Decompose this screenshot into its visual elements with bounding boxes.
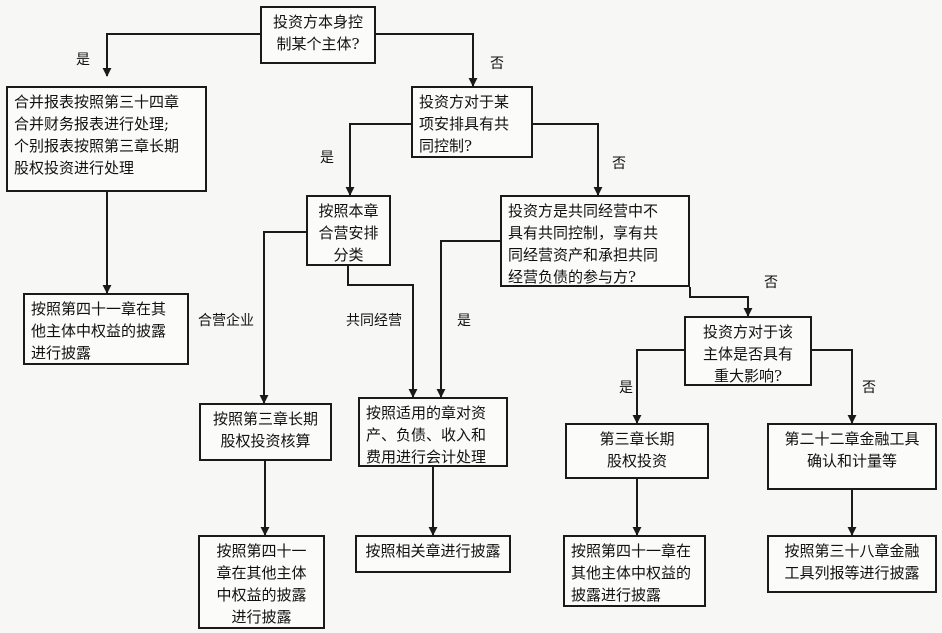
box-disclose-ch41-left: 按照第四十一章在其 他主体中权益的披露 进行披露 bbox=[23, 293, 189, 365]
box-disclose-ch41-middle: 按照第四十一 章在其他主体 中权益的披露 进行披露 bbox=[198, 535, 325, 629]
box-equity-method: 按照第三章长期 股权投资核算 bbox=[199, 403, 332, 461]
question-significant-influence: 投资方对于该 主体是否具有 重大影响? bbox=[684, 316, 812, 386]
edge-joint-yes bbox=[345, 123, 411, 196]
label-party-no: 否 bbox=[764, 275, 778, 291]
label-influence-no: 否 bbox=[862, 380, 876, 396]
box-disclose-ch38: 按照第三十八章金融 工具列报等进行披露 bbox=[767, 535, 937, 593]
box-ch3-equity-investment: 第三章长期 股权投资 bbox=[565, 423, 709, 479]
box-account-assets-liabilities: 按照适用的章对资 产、负债、收入和 费用进行会计处理 bbox=[358, 397, 508, 467]
edge-joint-no bbox=[533, 123, 603, 196]
question-investor-control: 投资方本身控 制某个主体? bbox=[260, 6, 376, 64]
edge-party-no bbox=[689, 287, 753, 317]
label-joint-operation: 共同经营 bbox=[346, 313, 402, 329]
label-party-yes: 是 bbox=[457, 313, 471, 329]
edge-influence-no bbox=[812, 349, 857, 424]
label-joint-no: 否 bbox=[612, 156, 626, 172]
edge-party-yes bbox=[436, 240, 500, 398]
box-classify-arrangement: 按照本章 合营安排 分类 bbox=[306, 195, 391, 266]
edge-classify-jo bbox=[347, 266, 418, 398]
edge-root-no bbox=[376, 33, 478, 87]
edge-classify-jv bbox=[259, 231, 306, 404]
question-joint-control: 投资方对于某 项安排具有共 同控制? bbox=[411, 86, 533, 158]
box-consolidated-reporting: 合并报表按照第三十四章 合并财务报表进行处理; 个别报表按照第三章长期 股权投资… bbox=[6, 86, 207, 192]
label-joint-venture: 合营企业 bbox=[198, 313, 254, 329]
label-influence-yes: 是 bbox=[619, 380, 633, 396]
label-joint-yes: 是 bbox=[320, 150, 334, 166]
box-ch22-financial-instruments: 第二十二章金融工具 确认和计量等 bbox=[767, 423, 937, 490]
label-root-yes: 是 bbox=[76, 52, 90, 68]
edge-influence-yes bbox=[632, 349, 684, 424]
box-disclose-ch41-right: 按照第四十一章在 其他主体中权益的 披露进行披露 bbox=[563, 535, 706, 607]
edge-root-yes bbox=[102, 33, 260, 77]
box-disclose-related-chapter: 按照相关章进行披露 bbox=[355, 535, 511, 573]
question-joint-operation-party: 投资方是共同经营中不 具有共同控制，享有共 同经营资产和承担共同 经营负债的参与… bbox=[500, 195, 690, 287]
label-root-no: 否 bbox=[490, 56, 504, 72]
